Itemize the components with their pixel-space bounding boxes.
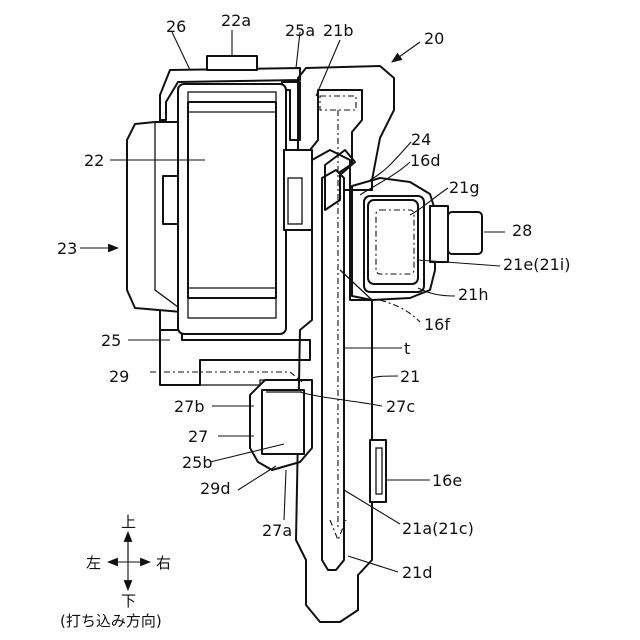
label-27a: 27a bbox=[262, 521, 292, 540]
direction-right: 右 bbox=[156, 554, 171, 572]
label-25: 25 bbox=[101, 331, 121, 350]
label-t: t bbox=[404, 339, 410, 358]
label-22: 22 bbox=[84, 151, 104, 170]
label-21d: 21d bbox=[402, 563, 433, 582]
label-16e: 16e bbox=[432, 471, 462, 490]
label-16f: 16f bbox=[424, 315, 450, 334]
clip-16e bbox=[370, 440, 386, 502]
label-21a: 21a(21c) bbox=[402, 519, 474, 538]
label-16d: 16d bbox=[410, 151, 441, 170]
direction-left: 左 bbox=[86, 554, 101, 572]
label-27c: 27c bbox=[386, 397, 415, 416]
label-25a: 25a bbox=[285, 21, 315, 40]
label-29: 29 bbox=[109, 367, 129, 386]
direction-up: 上 bbox=[121, 513, 136, 531]
label-23: 23 bbox=[57, 239, 77, 258]
top-boss-22a bbox=[207, 56, 257, 70]
side-block-23 bbox=[127, 122, 183, 312]
label-21: 21 bbox=[400, 367, 420, 386]
label-24: 24 bbox=[411, 130, 431, 149]
nut-21e bbox=[368, 200, 418, 284]
label-29d: 29d bbox=[200, 479, 231, 498]
holder-27 bbox=[250, 380, 312, 470]
label-27: 27 bbox=[188, 427, 208, 446]
label-21h: 21h bbox=[458, 285, 489, 304]
label-25b: 25b bbox=[182, 453, 213, 472]
label-21e: 21e(21i) bbox=[503, 255, 571, 274]
bolt-28 bbox=[430, 206, 482, 262]
label-28: 28 bbox=[512, 221, 532, 240]
direction-caption: (打ち込み方向) bbox=[60, 612, 162, 630]
label-27b: 27b bbox=[174, 397, 205, 416]
label-20: 20 bbox=[424, 29, 444, 48]
direction-compass: 上 左 右 下 (打ち込み方向) bbox=[60, 513, 171, 630]
label-22a: 22a bbox=[221, 11, 251, 30]
label-21b: 21b bbox=[323, 21, 354, 40]
arrow-20 bbox=[392, 42, 420, 62]
direction-down: 下 bbox=[121, 592, 136, 610]
label-21g: 21g bbox=[449, 178, 480, 197]
lock-base-25 bbox=[160, 330, 310, 385]
label-26: 26 bbox=[166, 17, 186, 36]
terminal-body-22 bbox=[178, 84, 312, 334]
